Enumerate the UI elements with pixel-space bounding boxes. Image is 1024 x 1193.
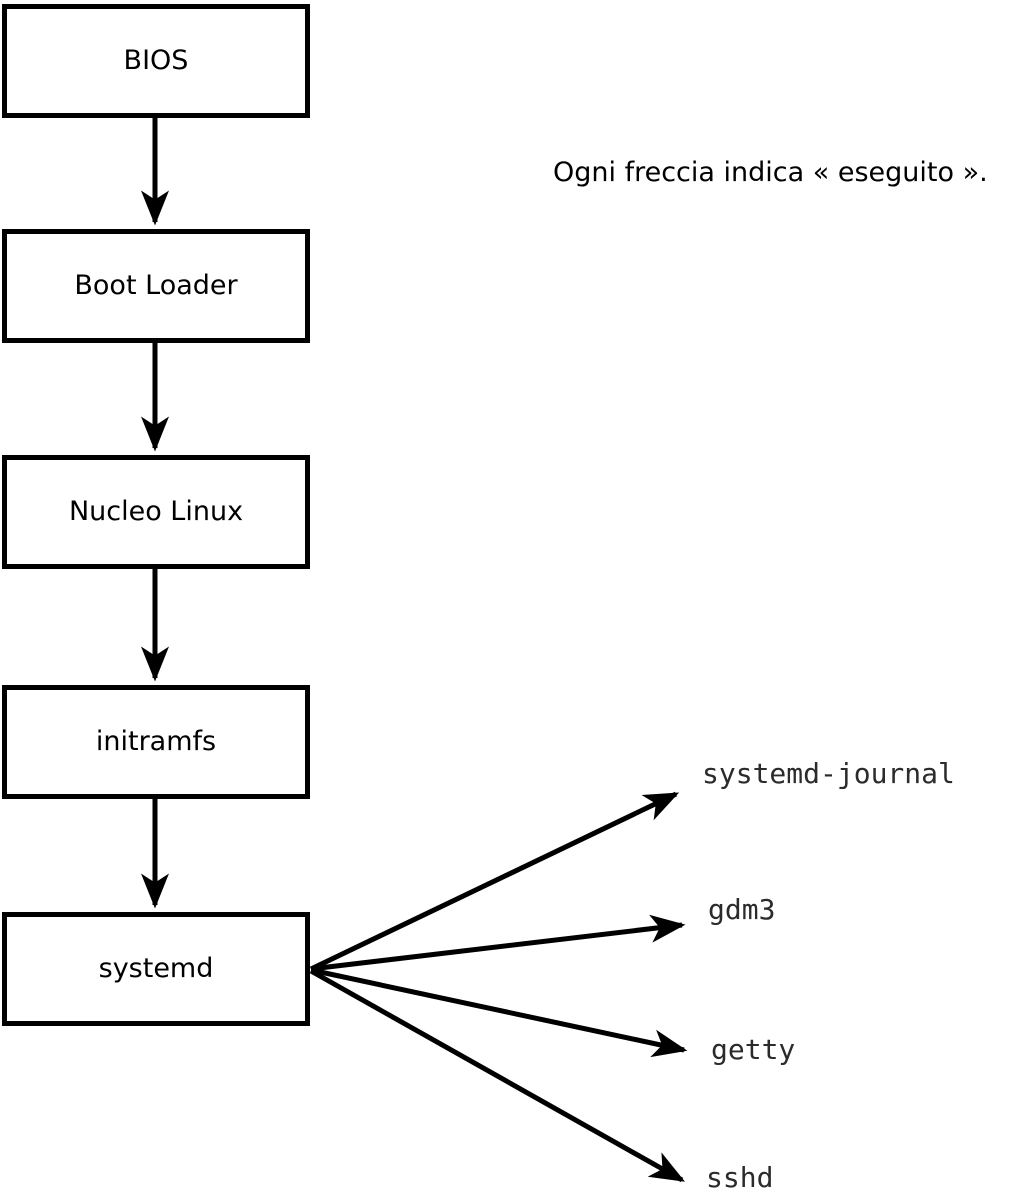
spawned-getty-label: getty xyxy=(711,1033,796,1066)
arrow-systemd-to-systemd-journal xyxy=(309,791,680,972)
node-initramfs-label: initramfs xyxy=(95,726,217,758)
spawned-sshd-label: sshd xyxy=(706,1161,774,1193)
node-bios: BIOS xyxy=(2,4,310,118)
arrow-systemd-to-getty xyxy=(310,967,688,1058)
arrow-systemd-to-gdm3 xyxy=(310,914,686,972)
node-bios-label: BIOS xyxy=(123,45,189,77)
arrow-legend-note: Ogni freccia indica « eseguito ». xyxy=(553,157,988,188)
node-initramfs: initramfs xyxy=(2,685,310,799)
arrow-systemd-to-sshd xyxy=(309,968,686,1183)
node-kernel-linux-label: Nucleo Linux xyxy=(68,496,244,528)
node-systemd-label: systemd xyxy=(98,953,214,985)
node-boot-loader: Boot Loader xyxy=(2,229,310,343)
node-systemd: systemd xyxy=(2,912,310,1026)
spawned-systemd-journal-label: systemd-journal xyxy=(702,757,955,790)
spawned-gdm3-label: gdm3 xyxy=(708,893,776,926)
node-kernel-linux: Nucleo Linux xyxy=(2,455,310,569)
node-boot-loader-label: Boot Loader xyxy=(74,270,238,302)
